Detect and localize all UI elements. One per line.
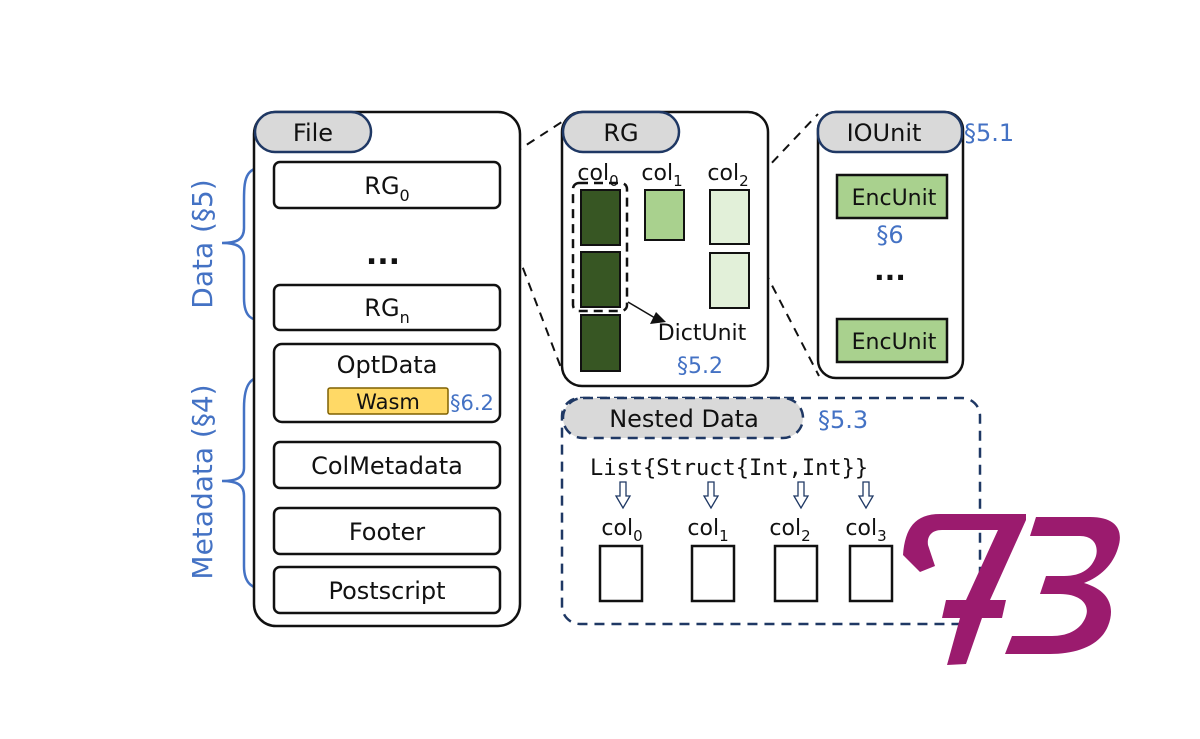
- optdata-section-ref: §6.2: [450, 391, 494, 415]
- colmetadata-box[interactable]: [272, 440, 502, 490]
- dictunit-dashed-group: [571, 181, 629, 313]
- data-brace-shape: [221, 164, 273, 324]
- nested-col1-label: col1: [687, 516, 728, 545]
- f3-logo-f-glyph: [903, 514, 1026, 665]
- wasm-label: Wasm: [356, 390, 420, 414]
- col2-chunk-2[interactable]: [709, 252, 750, 309]
- iounit-container: IOUnit §5.1 EncUnit §6 ... EncUnit: [816, 110, 1014, 380]
- col0-chunk-3[interactable]: [580, 314, 621, 372]
- nested-arrow-3-icon: [857, 481, 875, 510]
- encunit-section-ref: §6: [876, 221, 903, 249]
- nested-arrow-2-icon: [792, 481, 810, 510]
- nested-col3-box[interactable]: [848, 544, 894, 603]
- col1-chunk-1[interactable]: [644, 189, 685, 241]
- iounit-section-ref: §5.1: [964, 119, 1014, 147]
- iounit-ellipsis: ...: [874, 254, 906, 287]
- metadata-brace-shape: [221, 373, 273, 592]
- f3-logo: [903, 514, 1120, 665]
- nested-col0-label: col0: [601, 516, 642, 545]
- dictunit-label: DictUnit: [658, 321, 747, 346]
- encunit-label-2: EncUnit: [852, 330, 937, 355]
- postscript-label: Postscript: [328, 577, 445, 605]
- nested-col1-box[interactable]: [690, 544, 736, 603]
- postscript-box[interactable]: [272, 565, 502, 615]
- col0-chunk-1[interactable]: [580, 189, 621, 246]
- wasm-box[interactable]: [327, 387, 449, 415]
- nested-arrow-0-icon: [614, 481, 632, 510]
- col2-chunk-1[interactable]: [709, 189, 750, 245]
- iounit-title: IOUnit: [847, 119, 922, 147]
- encunit-box-2[interactable]: [835, 317, 949, 364]
- nested-column-arrows: [614, 481, 875, 510]
- nested-col0-box[interactable]: [598, 544, 644, 603]
- metadata-brace-label: Metadata (§4): [186, 384, 219, 579]
- rg0-to-rg-top-connector: [499, 117, 569, 163]
- nested-col2-label: col2: [769, 516, 810, 545]
- nested-arrow-1-icon: [702, 481, 720, 510]
- file-container: File RG0 ... RGn OptData Wasm §6.2 ColMe…: [252, 110, 522, 628]
- optdata-label: OptData: [337, 351, 438, 379]
- colmetadata-label: ColMetadata: [311, 452, 463, 480]
- rg-header-pill: [561, 110, 681, 154]
- metadata-brace: Metadata (§4): [186, 373, 273, 592]
- data-brace: Data (§5): [186, 164, 273, 324]
- dictunit-arrow-line: [627, 301, 656, 319]
- rg-section-ref: §5.2: [677, 354, 723, 379]
- f3-logo-3-glyph: [1005, 517, 1120, 654]
- file-ellipsis: ...: [366, 237, 400, 272]
- file-header-pill: [253, 110, 373, 154]
- rg0-label: RG0: [364, 172, 409, 205]
- dictunit-arrow-head: [650, 312, 666, 324]
- nested-data-section-ref: §5.3: [818, 406, 868, 434]
- nested-col3-label: col3: [845, 516, 886, 545]
- rg0-to-rg-bottom-connector: [499, 207, 564, 374]
- rg-col2-label: col2: [707, 161, 748, 190]
- rg-col1-label: col1: [641, 161, 682, 190]
- nested-col2-box[interactable]: [773, 544, 819, 603]
- rgn-box[interactable]: [272, 283, 502, 332]
- col0-chunk-2[interactable]: [580, 251, 621, 308]
- footer-label: Footer: [349, 518, 425, 546]
- footer-box[interactable]: [272, 506, 502, 556]
- file-title: File: [293, 119, 333, 147]
- nested-data-container: Nested Data §5.3 List{Struct{Int,Int}} c…: [560, 396, 982, 626]
- iounit-header-pill: [816, 110, 964, 154]
- rg-title: RG: [603, 119, 638, 147]
- data-brace-label: Data (§5): [186, 179, 219, 308]
- encunit-label-1: EncUnit: [852, 186, 937, 211]
- nested-data-header-pill: [561, 396, 805, 440]
- rgn-label: RGn: [364, 294, 409, 327]
- encunit-box-1[interactable]: [835, 173, 949, 220]
- rg0-box[interactable]: [272, 160, 502, 210]
- nested-data-title: Nested Data: [609, 405, 759, 433]
- nested-type-expression: List{Struct{Int,Int}}: [590, 456, 868, 481]
- rg-container: RG col0 col1 col2 DictUnit §5.2: [560, 110, 770, 388]
